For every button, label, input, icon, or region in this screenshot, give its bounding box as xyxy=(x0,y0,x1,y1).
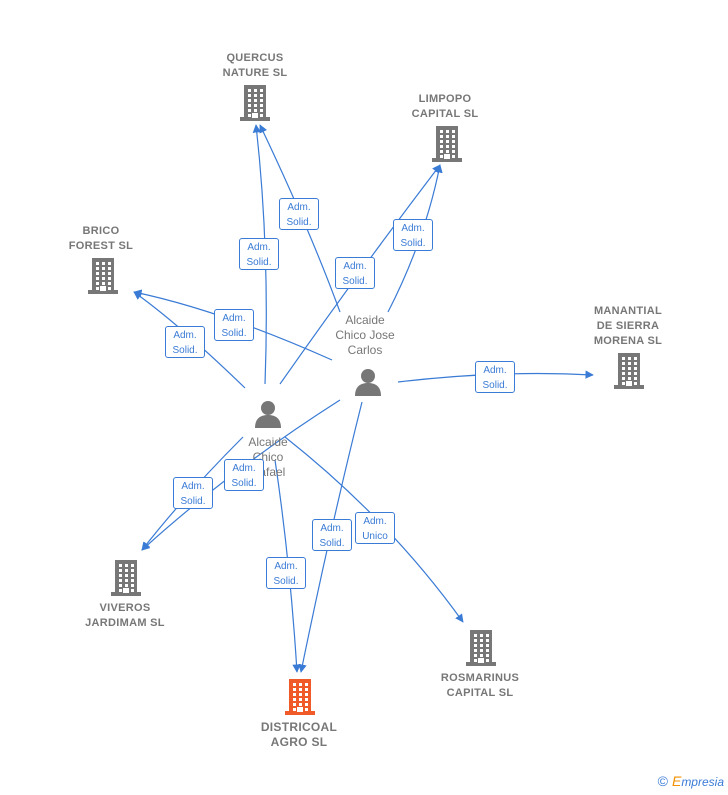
building-icon[interactable] xyxy=(109,559,143,602)
empresia-watermark[interactable]: ©Empresia xyxy=(658,773,724,789)
building-icon[interactable] xyxy=(464,629,498,672)
edge-label-rafael-rosmarinus[interactable]: Adm. Unico xyxy=(355,512,395,544)
edge-label-jose-districoal[interactable]: Adm. Solid. xyxy=(312,519,352,551)
edge-role-line2: Solid. xyxy=(400,238,426,249)
edge-role-line2: Solid. xyxy=(286,217,312,228)
edge-role-line2: Solid. xyxy=(180,496,206,507)
building-icon[interactable] xyxy=(430,125,464,168)
edge-role-line1: Adm. xyxy=(343,261,367,272)
edge-role-line1: Adm. xyxy=(401,223,425,234)
edge-role-line1: Adm. xyxy=(363,516,387,527)
company-label-rosmarinus[interactable]: ROSMARINUS CAPITAL SL xyxy=(440,672,520,699)
edge-label-rafael-districoal[interactable]: Adm. Solid. xyxy=(266,557,306,589)
edge-label-rafael-viveros[interactable]: Adm. Solid. xyxy=(173,477,213,509)
edge-role-line1: Adm. xyxy=(247,242,271,253)
edge-role-line2: Solid. xyxy=(172,345,198,356)
building-icon[interactable] xyxy=(86,257,120,300)
brand-first-letter: E xyxy=(671,773,682,789)
edge-role-line2: Solid. xyxy=(231,478,257,489)
company-label-manantial[interactable]: MANANTIAL DE SIERRA MORENA SL xyxy=(593,305,663,347)
edge-label-rafael-brico[interactable]: Adm. Solid. xyxy=(165,326,205,358)
edge-role-line1: Adm. xyxy=(173,330,197,341)
edge-role-line2: Solid. xyxy=(319,538,345,549)
company-label-districoal[interactable]: DISTRICOAL AGRO SL xyxy=(260,720,338,749)
person-label-jose[interactable]: Alcaide Chico Jose Carlos xyxy=(335,313,395,357)
edge-role-line1: Adm. xyxy=(222,313,246,324)
building-icon[interactable] xyxy=(612,352,646,395)
company-label-viveros[interactable]: VIVEROS JARDIMAM SL xyxy=(85,602,165,629)
company-label-limpopo[interactable]: LIMPOPO CAPITAL SL xyxy=(411,93,479,120)
edge-role-line1: Adm. xyxy=(483,365,507,376)
person-icon[interactable] xyxy=(353,367,383,402)
edge-role-line2: Solid. xyxy=(273,576,299,587)
edge-label-jose-viveros[interactable]: Adm. Solid. xyxy=(224,459,264,491)
brand-rest: mpresia xyxy=(681,775,724,789)
building-icon[interactable] xyxy=(238,84,272,127)
edge-label-jose-brico[interactable]: Adm. Solid. xyxy=(214,309,254,341)
edge-role-line2: Solid. xyxy=(342,276,368,287)
edge-role-line2: Solid. xyxy=(246,257,272,268)
person-icon[interactable] xyxy=(253,399,283,434)
copyright-symbol: © xyxy=(657,773,668,789)
edge-label-rafael-limpopo[interactable]: Adm. Solid. xyxy=(335,257,375,289)
edge-role-line1: Adm. xyxy=(274,561,298,572)
edge-label-jose-quercus[interactable]: Adm. Solid. xyxy=(279,198,319,230)
edge-role-line1: Adm. xyxy=(181,481,205,492)
building-icon[interactable] xyxy=(283,678,317,721)
edge-label-rafael-quercus[interactable]: Adm. Solid. xyxy=(239,238,279,270)
edge-role-line2: Solid. xyxy=(482,380,508,391)
edge-role-line1: Adm. xyxy=(287,202,311,213)
edge-role-line2: Solid. xyxy=(221,328,247,339)
edge-role-line2: Unico xyxy=(362,531,388,542)
edge-role-line1: Adm. xyxy=(232,463,256,474)
edge-role-line1: Adm. xyxy=(320,523,344,534)
edge-label-jose-limpopo[interactable]: Adm. Solid. xyxy=(393,219,433,251)
company-label-quercus[interactable]: QUERCUS NATURE SL xyxy=(222,52,288,79)
company-label-brico[interactable]: BRICO FOREST SL xyxy=(68,225,134,252)
edge-label-jose-manantial[interactable]: Adm. Solid. xyxy=(475,361,515,393)
